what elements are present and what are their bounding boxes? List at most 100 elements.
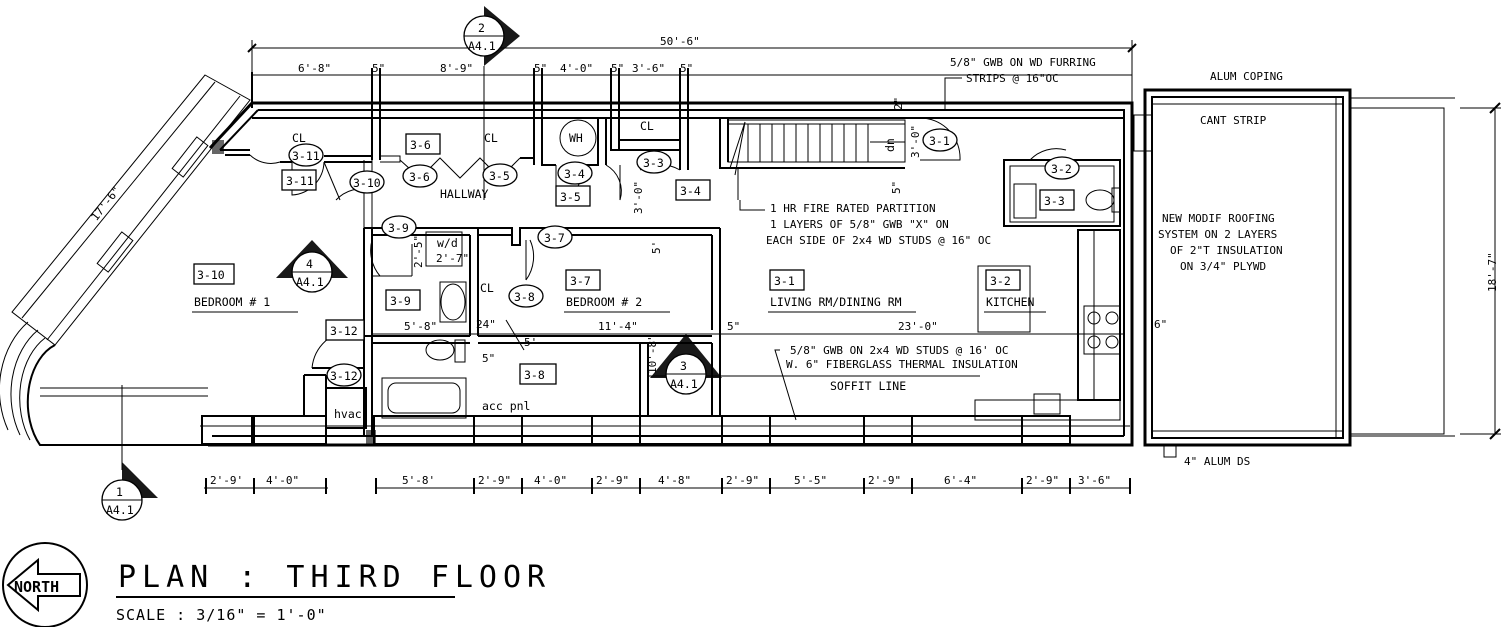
dim-bottom-3: 5'-8' (402, 474, 435, 487)
drawing-title: PLAN : THIRD FLOOR (118, 560, 551, 595)
room-bedroom-2: BEDROOM # 2 (566, 295, 642, 309)
door-tag-3-9: 3-9 (388, 221, 409, 235)
door-tag-3-10: 3-10 (353, 176, 381, 190)
water-heater-icon (559, 119, 597, 157)
dim-top-2: 5" (372, 62, 385, 75)
room-tag-3-6: 3-6 (410, 138, 431, 152)
room-tag-3-9: 3-9 (390, 294, 411, 308)
dim-bottom-7: 4'-8" (658, 474, 691, 487)
section-2-number: 2 (478, 21, 485, 35)
dim-overall: 50'-6" (660, 35, 700, 48)
note-roofing-1: NEW MODIF ROOFING (1162, 212, 1275, 225)
dim-int-15: 10'-8" (646, 334, 659, 374)
toilet-icon (425, 339, 455, 361)
door-tag-3-8: 3-8 (514, 290, 535, 304)
dim-bottom-12: 2'-9" (1026, 474, 1059, 487)
dim-int-3: 11'-4" (598, 320, 638, 333)
interior-dimension-lines (372, 244, 1124, 335)
note-gwb-studs-2: W. 6" FIBERGLASS THERMAL INSULATION (786, 358, 1018, 371)
hatch-columns (212, 140, 376, 444)
hvac-label: hvac (334, 407, 362, 421)
water-heater-label: WH (569, 131, 583, 145)
note-roofing-4: ON 3/4" PLYWD (1180, 260, 1266, 273)
sink-icon (440, 283, 466, 321)
room-tag-3-1: 3-1 (774, 274, 795, 288)
closet-label-4: CL (480, 281, 494, 295)
oven-icon (1033, 393, 1061, 415)
section-2-sheet: A4.1 (468, 39, 496, 53)
dim-top-5: 4'-0" (560, 62, 593, 75)
door-tags (288, 128, 1080, 387)
dim-int-16: 6" (1154, 318, 1167, 331)
dim-int-5: 23'-0" (898, 320, 938, 333)
dim-top-7: 3'-6" (632, 62, 665, 75)
room-tags (193, 133, 1075, 385)
door-tag-3-5: 3-5 (489, 169, 510, 183)
dim-int-10: 3'-0" (632, 181, 645, 214)
note-downspout: 4" ALUM DS (1184, 455, 1250, 468)
toilet-icon-2 (1085, 189, 1115, 211)
room-tag-3-11: 3-11 (286, 174, 314, 188)
room-tag-3-2: 3-2 (990, 274, 1011, 288)
dim-int-14: 2" (892, 97, 905, 110)
door-tag-3-11: 3-11 (292, 149, 320, 163)
room-tag-3-4: 3-4 (680, 184, 701, 198)
north-arrow-icon (2, 542, 88, 627)
stair (727, 119, 906, 176)
dim-bottom-1: 2'-9' (210, 474, 243, 487)
section-markers (101, 6, 722, 521)
exterior-walls (0, 74, 1134, 470)
dim-bottom-13: 3'-6" (1078, 474, 1111, 487)
north-label: NORTH (14, 578, 59, 596)
note-fire-partition-2: 1 LAYERS OF 5/8" GWB "X" ON (770, 218, 949, 231)
dim-int-6: 5' (524, 336, 537, 349)
fixtures (381, 119, 1121, 419)
dim-bottom-10: 2'-9" (868, 474, 901, 487)
dim-bottom-11: 6'-4" (944, 474, 977, 487)
room-tag-3-8: 3-8 (524, 368, 545, 382)
access-panel-label: acc pnl (482, 399, 530, 413)
door-tag-3-4: 3-4 (564, 167, 585, 181)
door-tag-3-3: 3-3 (643, 156, 664, 170)
dim-top-1: 6'-8" (298, 62, 331, 75)
dim-int-13: 5" (890, 181, 903, 194)
room-kitchen: KITCHEN (986, 295, 1035, 309)
door-tag-3-1: 3-1 (929, 134, 950, 148)
dim-bottom-8: 2'-9" (726, 474, 759, 487)
section-1-sheet: A4.1 (106, 503, 134, 517)
section-3-sheet: A4.1 (670, 377, 698, 391)
dim-top-8: 5" (680, 62, 693, 75)
door-tag-3-7: 3-7 (544, 231, 565, 245)
soffit-line-label: SOFFIT LINE (830, 379, 906, 393)
note-alum-coping: ALUM COPING (1210, 70, 1283, 83)
section-1-number: 1 (116, 485, 123, 499)
dim-bottom-9: 5'-5" (794, 474, 827, 487)
dim-top-6: 5" (611, 62, 624, 75)
room-tag-3-7: 3-7 (570, 274, 591, 288)
note-roofing-2: SYSTEM ON 2 LAYERS (1158, 228, 1277, 241)
dim-int-4: 5" (727, 320, 740, 333)
washer-dryer-label: w/d (437, 236, 458, 250)
bathtub-icon (381, 377, 467, 419)
note-fire-partition-3: EACH SIDE OF 2x4 WD STUDS @ 16" OC (766, 234, 991, 247)
room-living-dining: LIVING RM/DINING RM (770, 295, 902, 309)
dim-bottom-2: 4'-0" (266, 474, 299, 487)
kitchen-sink-icon (1013, 183, 1037, 219)
dim-bottom-5: 4'-0" (534, 474, 567, 487)
dim-int-18: 17'-6" (88, 184, 123, 223)
closet-label-1: CL (292, 131, 306, 145)
dim-top-4: 5" (534, 62, 547, 75)
dim-int-9: 2'-5" (412, 235, 425, 268)
room-tag-3-3: 3-3 (1044, 194, 1065, 208)
room-hallway: HALLWAY (440, 187, 489, 201)
note-fire-partition-1: 1 HR FIRE RATED PARTITION (770, 202, 936, 215)
closet-label-2: CL (484, 131, 498, 145)
section-3-number: 3 (680, 359, 687, 373)
burner-icon (1087, 311, 1101, 325)
dim-int-11: 5' (650, 241, 663, 254)
room-tag-3-10: 3-10 (197, 268, 225, 282)
door-tag-3-6: 3-6 (409, 170, 430, 184)
dim-bottom-4: 2'-9" (478, 474, 511, 487)
dim-int-12: 3'-0" (909, 125, 922, 158)
